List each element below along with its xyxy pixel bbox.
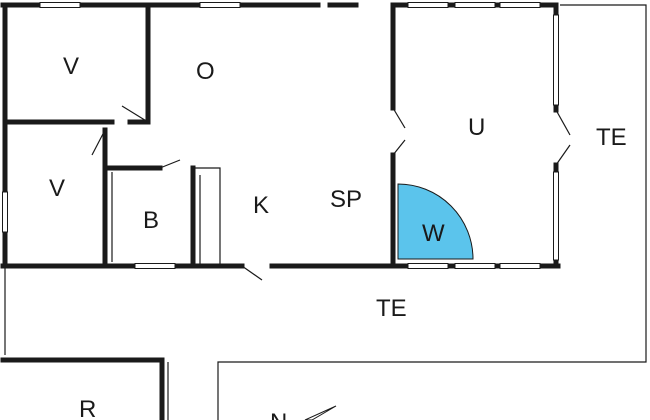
north-label: N xyxy=(270,409,287,420)
wellness-area xyxy=(397,183,474,260)
doors xyxy=(91,105,571,281)
room-labels: V O V B K SP U W TE TE R xyxy=(49,53,627,420)
room-label-b: B xyxy=(143,207,159,234)
room-label-te-bottom: TE xyxy=(376,295,407,322)
room-label-te-right: TE xyxy=(596,124,627,151)
north-arrow: N xyxy=(270,405,337,420)
room-label-w: W xyxy=(422,220,445,247)
windows xyxy=(2,2,559,269)
room-label-r: R xyxy=(79,396,96,420)
room-label-o: O xyxy=(196,58,215,85)
room-label-u: U xyxy=(468,114,485,141)
walls xyxy=(0,2,561,420)
room-label-v2: V xyxy=(49,175,65,202)
room-label-k: K xyxy=(253,192,269,219)
room-label-sp: SP xyxy=(330,186,362,213)
terrace-outline xyxy=(4,4,647,420)
room-label-v1: V xyxy=(63,53,79,80)
fixtures xyxy=(111,167,221,420)
